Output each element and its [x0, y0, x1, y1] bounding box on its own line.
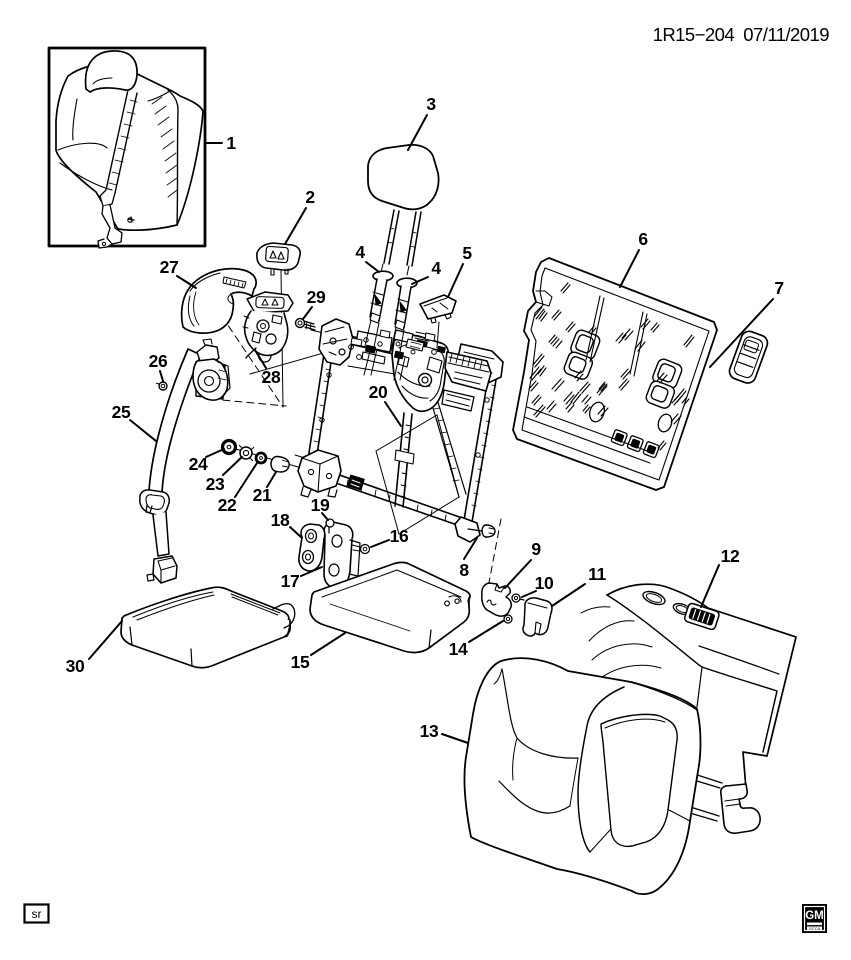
svg-text:5: 5: [462, 243, 472, 263]
svg-text:3: 3: [426, 94, 436, 114]
svg-text:30: 30: [66, 656, 85, 676]
svg-text:20: 20: [369, 382, 388, 402]
svg-text:27: 27: [160, 257, 179, 277]
svg-text:7: 7: [774, 278, 783, 298]
svg-text:4: 4: [355, 242, 365, 262]
svg-text:14: 14: [449, 639, 468, 659]
svg-text:28: 28: [262, 367, 281, 387]
svg-text:1: 1: [226, 133, 236, 153]
svg-text:4: 4: [431, 258, 441, 278]
svg-text:2: 2: [305, 187, 315, 207]
svg-text:15: 15: [291, 652, 310, 672]
svg-text:25: 25: [112, 402, 131, 422]
svg-text:16: 16: [390, 526, 409, 546]
svg-text:24: 24: [189, 454, 208, 474]
svg-text:GCCA: GCCA: [809, 926, 821, 931]
svg-text:8: 8: [459, 560, 469, 580]
svg-text:18: 18: [271, 510, 290, 530]
svg-text:11: 11: [588, 564, 606, 584]
svg-text:13: 13: [420, 721, 439, 741]
svg-text:19: 19: [311, 495, 330, 515]
svg-text:9: 9: [531, 539, 541, 559]
svg-text:29: 29: [307, 287, 326, 307]
svg-text:10: 10: [535, 573, 554, 593]
svg-text:23: 23: [206, 474, 225, 494]
svg-text:GM: GM: [805, 910, 824, 922]
svg-text:17: 17: [281, 571, 300, 591]
svg-text:12: 12: [721, 546, 740, 566]
svg-text:sr: sr: [32, 907, 42, 921]
svg-text:6: 6: [638, 229, 648, 249]
svg-text:26: 26: [149, 351, 168, 371]
svg-text:21: 21: [253, 485, 272, 505]
svg-text:1R15−204 07/11/2019: 1R15−204 07/11/2019: [653, 24, 830, 45]
svg-text:22: 22: [218, 495, 237, 515]
